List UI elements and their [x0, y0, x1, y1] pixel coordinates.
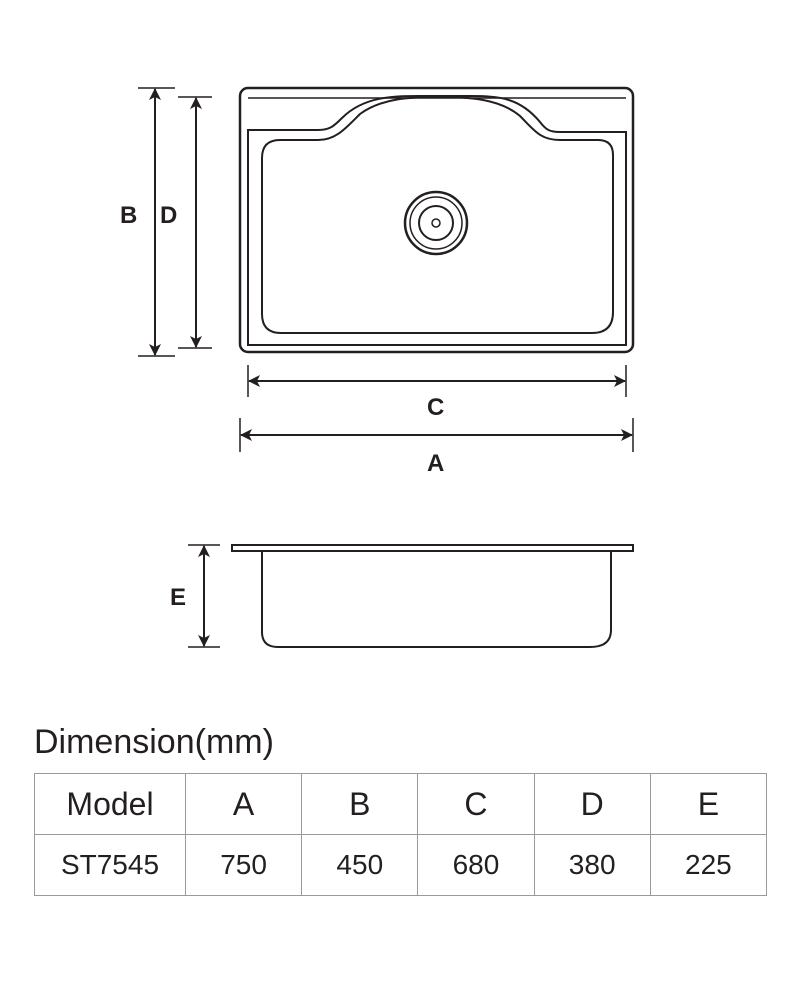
- header-cell-a: A: [184, 773, 303, 835]
- cell-e: 225: [649, 834, 768, 896]
- table-title: Dimension(mm): [34, 723, 274, 761]
- sink-inner-deck: [247, 94, 627, 346]
- dimension-label-d: D: [160, 202, 177, 229]
- cell-model: ST7545: [34, 834, 186, 896]
- cell-b: 450: [301, 834, 419, 896]
- sink-technical-drawing: B D C A E: [120, 86, 635, 648]
- dimension-a: [239, 418, 634, 452]
- cell-c: 680: [417, 834, 535, 896]
- dimension-b: [138, 87, 175, 357]
- dimension-label-e: E: [170, 584, 186, 611]
- header-cell-c: C: [417, 773, 535, 835]
- cell-d: 380: [533, 834, 651, 896]
- header-cell-d: D: [533, 773, 651, 835]
- header-cell-e: E: [649, 773, 768, 835]
- sink-bowl: [261, 95, 614, 334]
- drain-middle: [409, 196, 463, 250]
- sink-side-bowl: [261, 551, 612, 648]
- sink-outer-rim: [238, 86, 635, 354]
- sink-top-view: [238, 86, 635, 354]
- cell-a: 750: [184, 834, 303, 896]
- dimension-label-c: C: [427, 394, 444, 421]
- sink-side-view: [231, 544, 634, 648]
- dimension-table: Model A B C D E ST7545 750 450 680 380 2…: [34, 773, 768, 896]
- sink-side-rim: [231, 544, 634, 552]
- table-header-row: Model A B C D E: [34, 773, 768, 835]
- dimension-c: [247, 365, 627, 397]
- dimension-e: [188, 544, 220, 648]
- header-cell-model: Model: [34, 773, 186, 835]
- drain-inner: [418, 205, 454, 241]
- dimension-d: [178, 96, 212, 349]
- dimension-label-b: B: [120, 202, 137, 229]
- header-cell-b: B: [301, 773, 419, 835]
- dimension-label-a: A: [427, 450, 444, 477]
- drain-outer: [403, 190, 469, 256]
- table-row: ST7545 750 450 680 380 225: [34, 834, 768, 896]
- drain-hole: [431, 218, 441, 228]
